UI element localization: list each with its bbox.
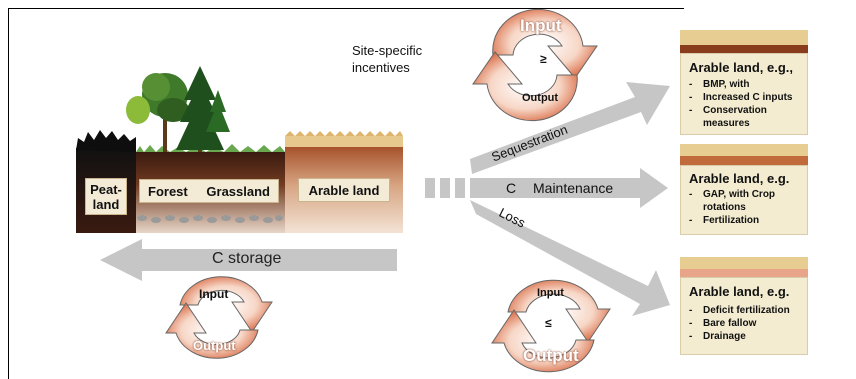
outcome-list: BMP, with Increased C inputs Conservatio… (689, 78, 793, 130)
connector-dash-3 (455, 178, 465, 198)
outcome-title: Arable land, e.g. (689, 171, 790, 186)
arable-land-label: Arable land (298, 178, 390, 202)
grass-strip (136, 144, 285, 152)
outcome-box-loss: Arable land, e.g. Deficit fertilization … (680, 277, 808, 355)
forest-label: Forest (148, 183, 188, 199)
cycle-top-input: Input (520, 16, 562, 35)
pebbles (137, 215, 283, 223)
incentives-text: Site-specific incentives (352, 43, 423, 75)
frame-left-line (8, 8, 9, 379)
outcome-item: GAP, with Crop rotations (689, 188, 803, 214)
outcome-box-sequestration: Arable land, e.g., BMP, with Increased C… (680, 53, 808, 135)
cycle-top (472, 8, 598, 122)
cycle-top-lower-arc (472, 51, 578, 122)
cycle-top-relation: ≥ (540, 52, 547, 66)
maintenance-label: Maintenance (533, 180, 614, 196)
outcome-item: Bare fallow (689, 317, 790, 330)
outcome-item: Increased C inputs (689, 91, 793, 104)
cycle-bottom-right-input: Input (537, 287, 564, 299)
outcome-title: Arable land, e.g., (689, 60, 794, 75)
outcome-item: BMP, with (689, 78, 793, 91)
outcome-item: Deficit fertilization (689, 304, 790, 317)
grassland-label: Grassland (206, 183, 270, 199)
flow-arrows (100, 82, 670, 316)
connector-dash-1 (425, 178, 435, 198)
c-storage-arrow (100, 239, 397, 281)
outcome-list: GAP, with Crop rotations Fertilization (689, 188, 803, 227)
forest-trees (126, 66, 230, 152)
forest-grassland-label: Forest Grassland (139, 179, 279, 203)
peat-surface (76, 130, 136, 152)
cycle-bottom-right-relation: ≤ (545, 316, 552, 330)
loss-arrow (470, 200, 670, 316)
frame-top-line (8, 8, 684, 9)
outcome-item: Fertilization (689, 214, 803, 227)
cycle-bottom-left-output: Output (193, 338, 236, 353)
connector-dash-2 (440, 178, 450, 198)
maintenance-arrow (470, 168, 668, 208)
cycle-top-output: Output (522, 92, 559, 104)
c-storage-label: C storage (212, 250, 282, 267)
c-label: C (506, 180, 517, 196)
cycle-bottom-right (491, 279, 611, 373)
outcome-list: Deficit fertilization Bare fallow Draina… (689, 304, 790, 343)
outcome-box-maintenance: Arable land, e.g. GAP, with Crop rotatio… (680, 165, 808, 235)
sequestration-arrow (470, 82, 670, 174)
cycle-bottom-right-output: Output (523, 346, 579, 365)
outcome-strips (680, 30, 808, 277)
cycle-bottom-left-input: Input (199, 287, 229, 301)
outcome-title: Arable land, e.g. (689, 284, 790, 299)
wheat-strip (285, 136, 403, 147)
cycle-top-upper-arc (492, 8, 598, 79)
peatland-label: Peat-land (85, 178, 127, 215)
outcome-item: Drainage (689, 330, 790, 343)
cycle-bottom-left (165, 276, 273, 359)
outcome-item: Conservation measures (689, 104, 793, 130)
